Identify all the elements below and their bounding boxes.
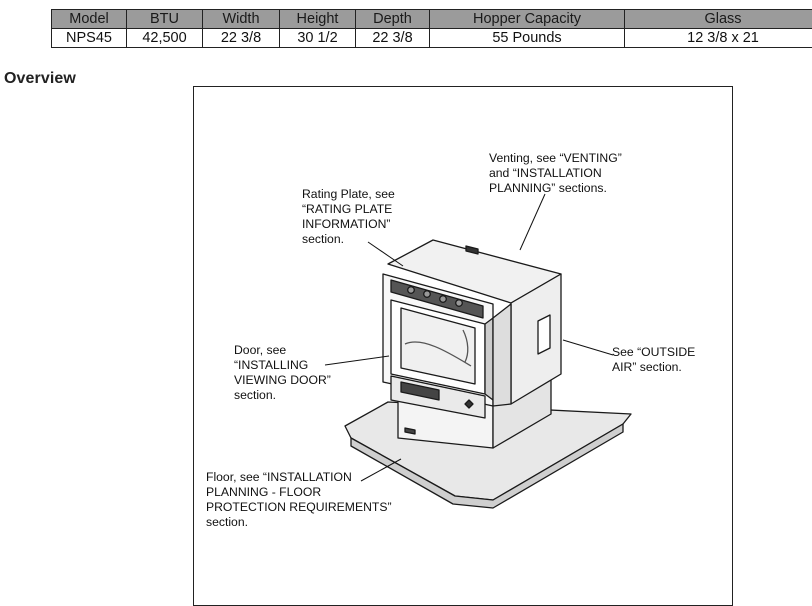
header-width: Width xyxy=(203,10,280,29)
header-model: Model xyxy=(52,10,127,29)
section-heading-overview: Overview xyxy=(4,70,76,88)
cell-depth: 22 3/8 xyxy=(356,29,430,48)
spec-table-header-row: Model BTU Width Height Depth Hopper Capa… xyxy=(52,10,812,29)
header-height: Height xyxy=(280,10,356,29)
callout-rating-plate: Rating Plate, see “RATING PLATE INFORMAT… xyxy=(302,187,395,247)
spec-table: Model BTU Width Height Depth Hopper Capa… xyxy=(51,9,812,48)
cell-btu: 42,500 xyxy=(127,29,203,48)
header-hopper-capacity: Hopper Capacity xyxy=(430,10,625,29)
header-depth: Depth xyxy=(356,10,430,29)
callout-outside-air: See “OUTSIDE AIR” section. xyxy=(612,345,695,375)
callout-door: Door, see “INSTALLING VIEWING DOOR” sect… xyxy=(234,343,331,403)
header-glass: Glass xyxy=(625,10,812,29)
cell-height: 30 1/2 xyxy=(280,29,356,48)
cell-hopper-capacity: 55 Pounds xyxy=(430,29,625,48)
cell-glass: 12 3/8 x 21 xyxy=(625,29,812,48)
callout-venting: Venting, see “VENTING” and “INSTALLATION… xyxy=(489,151,622,196)
cell-width: 22 3/8 xyxy=(203,29,280,48)
table-row: NPS45 42,500 22 3/8 30 1/2 22 3/8 55 Pou… xyxy=(52,29,812,48)
header-btu: BTU xyxy=(127,10,203,29)
callout-floor: Floor, see “INSTALLATION PLANNING - FLOO… xyxy=(206,470,392,530)
cell-model: NPS45 xyxy=(52,29,127,48)
